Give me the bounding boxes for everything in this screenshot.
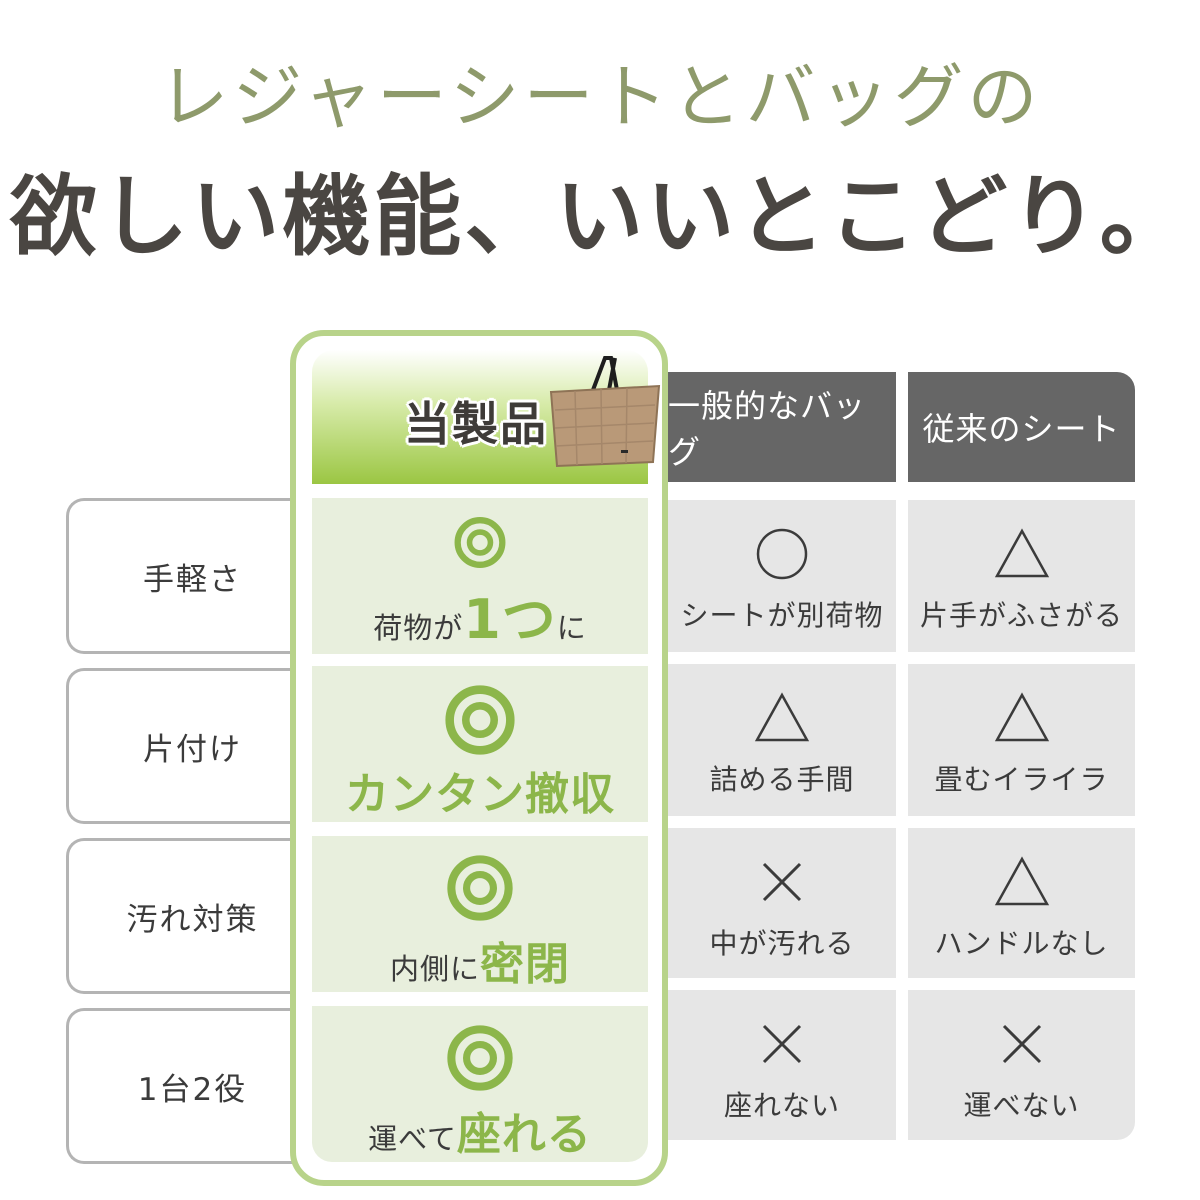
row-label-two-in-one: 1台2役 [66,1008,316,1164]
product-cell-two-in-one: 運べて 座れる [312,1006,648,1162]
product-cell-cleanup: カンタン撤収 [312,666,648,822]
cross-mark-icon [762,862,802,902]
column-header-bag: 一般的なバッグ [668,372,896,482]
headline-subtitle: レジャーシートとバッグの [158,56,1042,138]
triangle-mark-icon [754,692,810,742]
bag-note: 詰める手間 [709,763,855,796]
cross-mark-icon [762,1024,802,1064]
sheet-note: ハンドルなし [934,927,1109,960]
row-label-dirt: 汚れ対策 [66,838,316,994]
triangle-mark-icon [994,692,1049,742]
product-cell-dirt: 内側に 密閉 [312,836,648,992]
product-note-pre: 内側に [389,952,480,986]
headline-title: 欲しい機能、いいとこどり。 [9,164,1191,268]
product-note-pre: 運べて [368,1122,457,1156]
sheet-cell-dirt: ハンドルなし [908,828,1135,978]
column-header-product: 当製品 [404,397,548,451]
product-note-post: に [556,611,587,645]
bag-note: 中が汚れる [709,927,855,960]
product-note-emphasis: 1つ [463,588,557,651]
row-label-convenience: 手軽さ [66,498,316,654]
column-header-sheet: 従来のシート [908,372,1135,482]
bag-cell-cleanup: 詰める手間 [668,664,896,816]
sheet-note: 片手がふさがる [919,599,1123,632]
product-note-emphasis: 座れる [456,1109,592,1160]
product-note-pre: 荷物が [373,611,464,645]
sheet-cell-cleanup: 畳むイライラ [908,664,1135,816]
triangle-mark-icon [994,528,1049,578]
sheet-note: 畳むイライラ [934,763,1109,796]
bag-cell-two-in-one: 座れない [668,990,896,1140]
sheet-cell-convenience: 片手がふさがる [908,500,1135,652]
double-circle-icon [454,517,506,568]
double-circle-icon [445,685,515,755]
triangle-mark-icon [994,856,1049,906]
double-circle-icon [447,1025,513,1091]
bag-cell-dirt: 中が汚れる [668,828,896,978]
cross-mark-icon [1002,1024,1041,1064]
row-label-cleanup: 片付け [66,668,316,824]
double-circle-icon [447,855,513,921]
product-note-emphasis: 密閉 [480,939,570,990]
bag-cell-convenience: シートが別荷物 [668,500,896,652]
sheet-cell-two-in-one: 運べない [908,990,1135,1140]
sheet-note: 運べない [963,1089,1080,1122]
bag-note: シートが別荷物 [680,599,884,632]
tote-bag-icon [549,356,661,468]
product-note-emphasis: カンタン撤収 [345,769,615,820]
product-cell-convenience: 荷物が 1つ に [312,498,648,654]
bag-note: 座れない [723,1089,840,1122]
circle-mark-icon [756,528,808,580]
